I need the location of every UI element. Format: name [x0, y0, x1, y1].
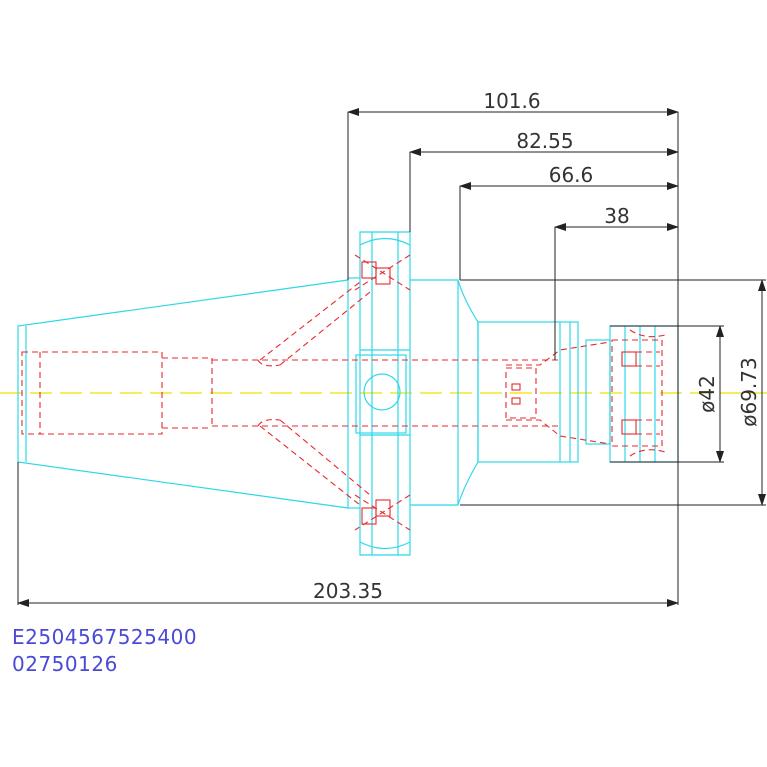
- dimension-66-6: 66.6: [549, 163, 594, 187]
- dimension-lines: [17, 108, 766, 607]
- part-code-line-1: E2504567525400: [12, 625, 198, 649]
- hidden-features: [21, 254, 666, 531]
- part-code-line-2: 02750126: [12, 652, 118, 676]
- dimension-dia-42: ø42: [695, 375, 719, 413]
- dimension-dia-69-73: ø69.73: [737, 357, 761, 427]
- dimension-101-6: 101.6: [483, 89, 540, 113]
- dimension-203-35: 203.35: [313, 579, 383, 603]
- dimension-82-55: 82.55: [516, 129, 573, 153]
- dimension-38: 38: [604, 204, 629, 228]
